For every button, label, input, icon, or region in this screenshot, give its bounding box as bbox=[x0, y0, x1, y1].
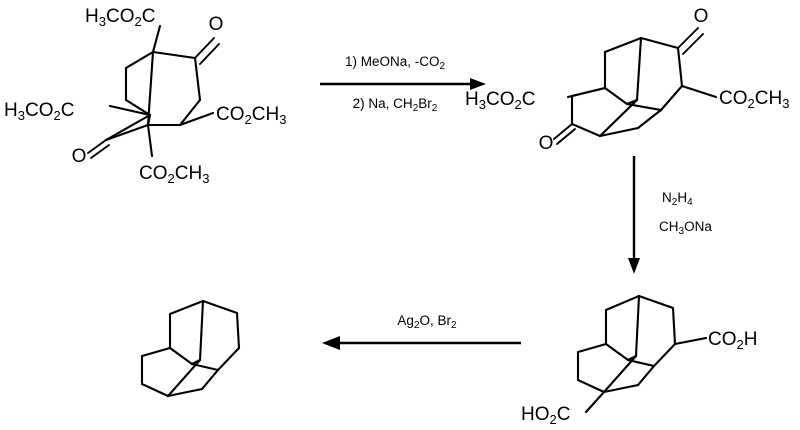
acid-label-right: CO2H bbox=[708, 329, 757, 352]
ester-label-left-1: H3CO2C bbox=[4, 100, 74, 123]
svg-text:HO2C: HO2C bbox=[521, 404, 570, 427]
ketone-top-double-bond-2 bbox=[677, 27, 704, 55]
skeleton-bonds-4 bbox=[140, 299, 241, 398]
svg-text:CO2CH3: CO2CH3 bbox=[216, 104, 286, 127]
arrow3-conditions-above: Ag2O, Br2 bbox=[397, 313, 457, 331]
svg-text:H3CO2C: H3CO2C bbox=[465, 89, 535, 112]
ketone-oxygen-bottom-2: O bbox=[539, 133, 554, 154]
acid-label-bottom: HO2C bbox=[521, 404, 570, 427]
structure-adamantane-product bbox=[140, 299, 241, 398]
ester-label-top-1: H3CO2C bbox=[85, 6, 155, 29]
structure-starting-material: O O H3CO2C H3CO2C CO2CH3 CO2CH3 bbox=[4, 6, 286, 186]
substituent-bonds-3 bbox=[584, 336, 708, 414]
arrow1-conditions-above: 1) MeONa, -CO2 bbox=[345, 54, 446, 72]
skeleton-bonds-2 bbox=[570, 36, 684, 138]
ketone-oxygen-top-2: O bbox=[694, 6, 709, 27]
substituent-bonds-2 bbox=[566, 84, 718, 99]
reaction-arrow-step2: N2H4 CH3ONa bbox=[628, 156, 712, 274]
ketone-oxygen-top-1: O bbox=[209, 14, 224, 35]
arrow1-conditions-below: 2) Na, CH2Br2 bbox=[353, 96, 438, 114]
arrow2-conditions-line2: CH3ONa bbox=[659, 219, 712, 237]
structure-intermediate: O O H3CO2C CO2CH3 bbox=[465, 6, 789, 154]
ketone-top-double-bond-1 bbox=[194, 37, 220, 65]
skeleton-bonds-3 bbox=[576, 294, 677, 394]
ketone-oxygen-bottom-1: O bbox=[72, 146, 87, 167]
arrow2-conditions-line1: N2H4 bbox=[662, 190, 693, 208]
svg-text:CO2H: CO2H bbox=[708, 329, 757, 352]
ester-label-right-1: CO2CH3 bbox=[216, 104, 286, 127]
ester-label-right-2: CO2CH3 bbox=[719, 88, 789, 111]
skeleton-bonds-1 bbox=[104, 50, 202, 142]
svg-text:H3CO2C: H3CO2C bbox=[85, 6, 155, 29]
ketone-bottom-double-bond-1 bbox=[87, 139, 110, 159]
structure-diacid: CO2H HO2C bbox=[521, 294, 757, 427]
ester-label-left-2: H3CO2C bbox=[465, 89, 535, 112]
reaction-arrow-step3: Ag2O, Br2 bbox=[322, 313, 521, 350]
svg-text:CO2CH3: CO2CH3 bbox=[719, 88, 789, 111]
ketone-bottom-double-bond-2 bbox=[553, 123, 576, 145]
reaction-arrow-step1: 1) MeONa, -CO2 2) Na, CH2Br2 bbox=[320, 54, 486, 114]
ester-label-bottom-1: CO2CH3 bbox=[139, 163, 209, 186]
substituent-bonds-1 bbox=[108, 24, 215, 158]
svg-text:CO2CH3: CO2CH3 bbox=[139, 163, 209, 186]
svg-text:H3CO2C: H3CO2C bbox=[4, 100, 74, 123]
